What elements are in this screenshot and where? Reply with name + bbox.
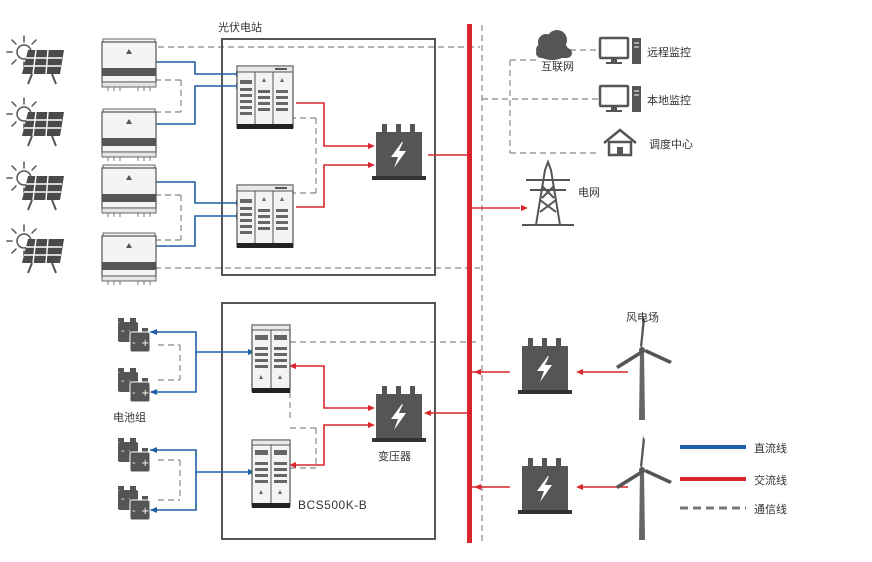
local-monitor-label: 本地监控 [647,93,691,107]
internet-label: 互联网 [541,60,574,73]
wind-turbine-icon [616,436,672,540]
power-tower-icon [522,159,574,226]
legend: 直流线 交流线 通信线 [680,441,787,516]
ac-arrowheads [289,143,583,490]
legend-label-dc: 直流线 [754,441,787,455]
monitor-icon [598,36,643,66]
cloud-icon [536,30,572,60]
ac-bus [467,24,472,543]
grid-label: 电网 [578,186,600,199]
battery-icon [117,437,151,473]
pcs-cabinet-icon [251,324,291,394]
wind-farm-label: 风电场 [626,310,659,324]
battery-group-label: 电池组 [113,410,146,424]
legend-label-ac: 交流线 [754,473,787,487]
dispatch-center-label: 调度中心 [649,137,693,151]
battery-icon [117,367,151,403]
remote-monitor-label: 远程监控 [647,45,691,59]
pv-inverter-icon [101,164,157,218]
transformer-icon [372,124,426,180]
monitor-icon [598,84,643,114]
pv-inverter-icon [101,108,157,162]
pcs-cabinet-icon [251,439,291,509]
transformer-icon [372,386,426,442]
battery-icon [117,317,151,353]
pv-inverter-icon [101,232,157,286]
pv-cabinet-icon [236,184,294,249]
solar-panel-icon [6,161,65,211]
storage-station-frame [221,302,436,540]
transformer-icon [518,458,572,514]
pv-station-label: 光伏电站 [218,20,262,34]
pcs-model-label: BCS500K-B [298,498,367,512]
solar-panel-icon [6,97,65,147]
ac-lines [296,102,628,488]
wind-turbine-icon [616,316,672,420]
home-icon [603,128,637,157]
transformer-icon [518,338,572,394]
legend-label-comm: 通信线 [754,502,787,516]
transformer-label: 变压器 [378,449,411,463]
pv-station-frame [221,38,436,276]
solar-panel-icon [6,224,65,274]
pv-inverter-icon [101,38,157,92]
solar-panel-icon [6,35,65,85]
pv-cabinet-icon [236,65,294,130]
dc-arrowheads [150,71,255,513]
battery-icon [117,485,151,521]
dc-lines [150,61,248,511]
